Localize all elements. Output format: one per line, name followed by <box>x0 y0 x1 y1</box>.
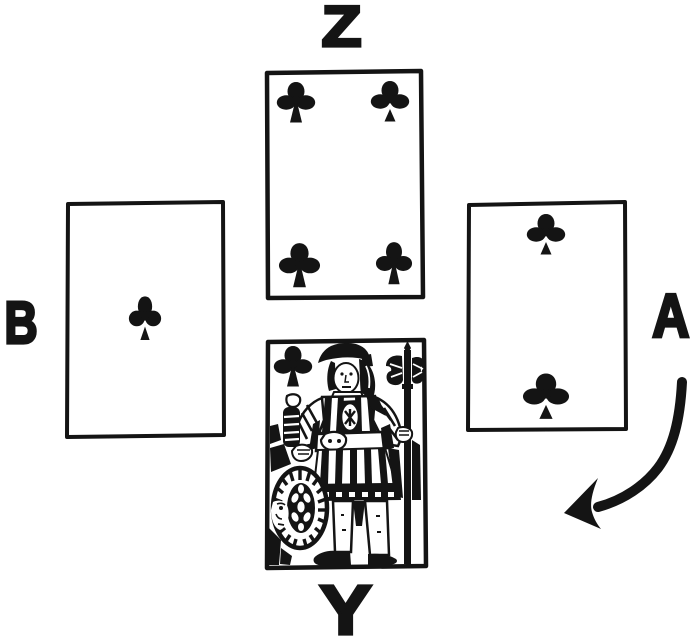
svg-text:Y: Y <box>320 571 372 638</box>
svg-text:B: B <box>4 290 37 356</box>
svg-text:Z: Z <box>322 0 362 58</box>
svg-text:A: A <box>652 282 689 350</box>
